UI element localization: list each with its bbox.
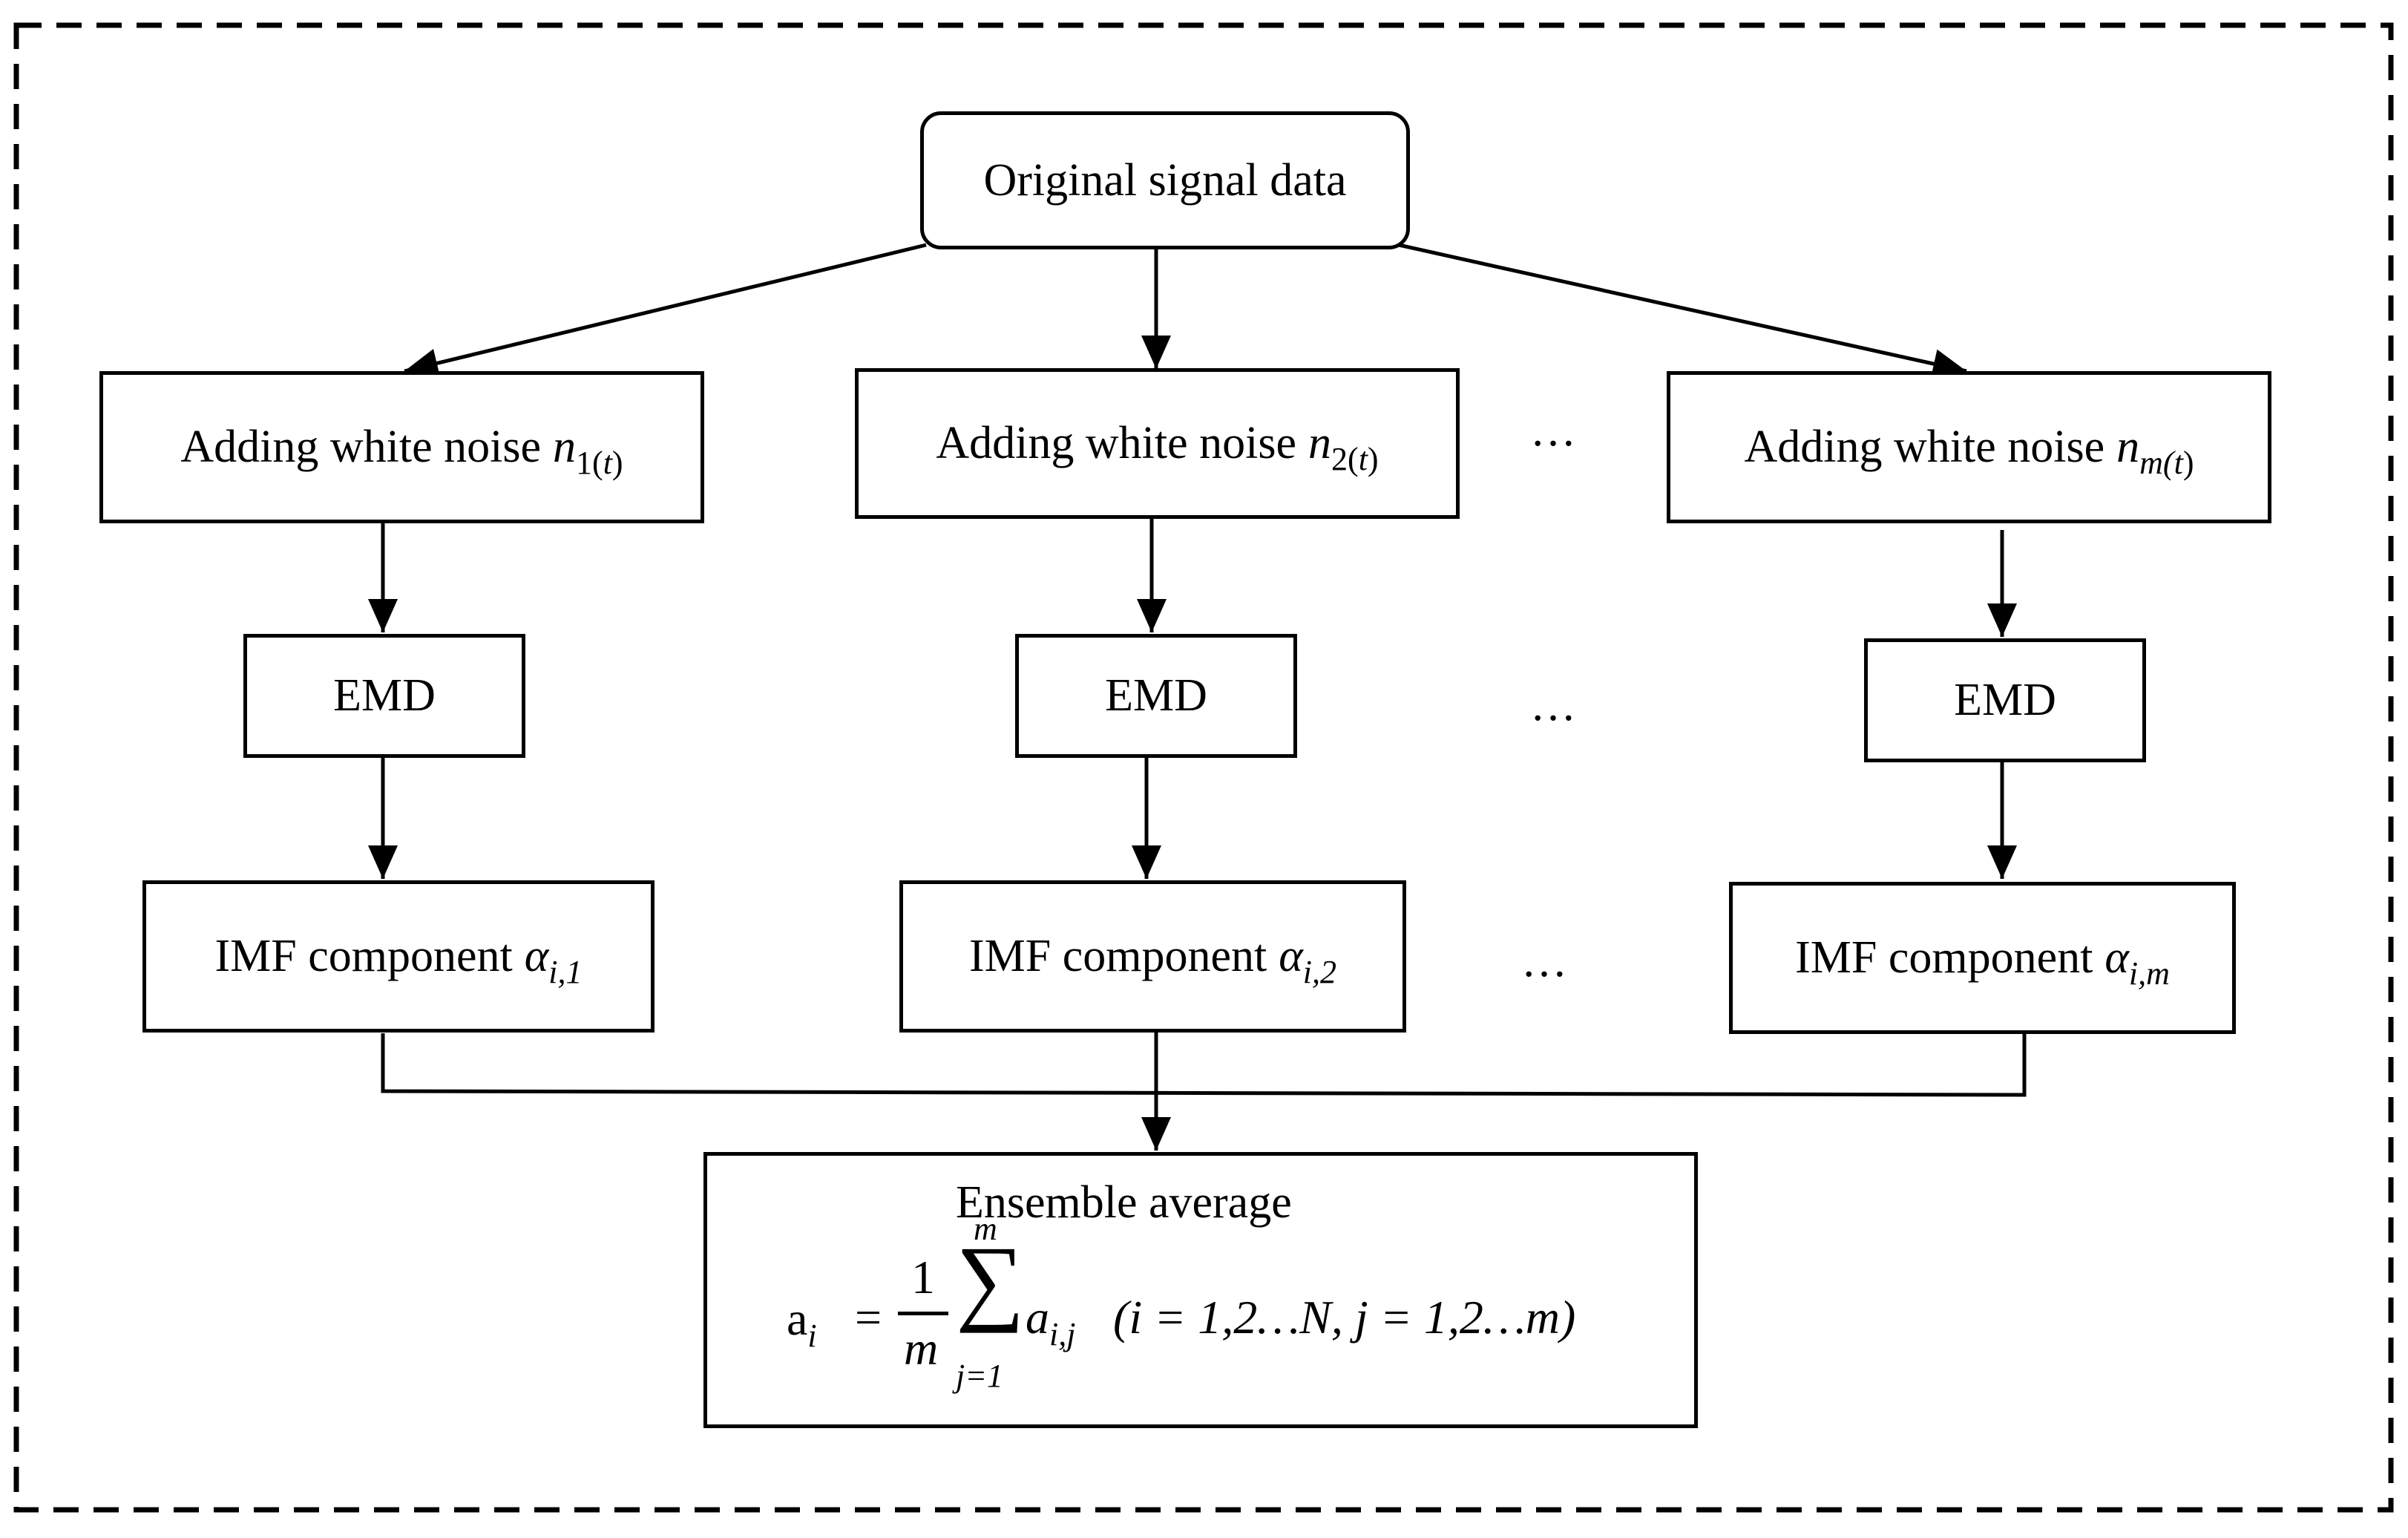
- formula-sum-lower: j=1: [956, 1358, 1003, 1394]
- formula-frac-num: 1: [911, 1251, 935, 1303]
- emd-label-1: EMD: [333, 670, 436, 721]
- noise-label-m: Adding white noise: [1744, 422, 2105, 472]
- original-signal-label: Original signal data: [983, 154, 1347, 206]
- ellipsis-noise-row: …: [1530, 405, 1579, 456]
- emd-box-m: EMD: [1864, 638, 2146, 762]
- formula-condition: (i = 1,2…N, j = 1,2…m): [1113, 1291, 1576, 1344]
- formula-frac-bar: [898, 1312, 948, 1315]
- emd-box-1: EMD: [243, 634, 525, 758]
- arrow-original-to-noise-m: [1398, 243, 1967, 379]
- noise-label-1: Adding white noise: [180, 422, 542, 472]
- emd-label-m: EMD: [1954, 675, 2056, 725]
- original-signal-box: Original signal data: [920, 111, 1410, 249]
- emd-label-2: EMD: [1105, 670, 1207, 721]
- arrow-original-to-noise-1: [404, 243, 927, 378]
- imf-box-2: IMF component αi,2: [899, 880, 1406, 1033]
- noise-var-1: n1(t): [553, 422, 623, 481]
- merge-connector: [381, 1033, 2027, 1097]
- imf-box-1: IMF component αi,1: [142, 880, 655, 1033]
- ensemble-formula: ai = 1 m m ∑ j=1 ai,j (i = 1,2…N, j = 1,…: [787, 1211, 1677, 1410]
- noise-box-2: Adding white noise n2(t): [855, 368, 1460, 519]
- dashed-frame: [13, 22, 2394, 1513]
- noise-label-2: Adding white noise: [936, 418, 1297, 468]
- ellipsis-imf-row: …: [1521, 936, 1570, 986]
- formula-frac-den: m: [904, 1322, 939, 1375]
- imf-label-m: IMF component: [1795, 932, 2093, 983]
- formula-term: ai,j: [1026, 1291, 1076, 1352]
- emd-box-2: EMD: [1015, 634, 1297, 758]
- sigma-icon: ∑: [956, 1227, 1025, 1334]
- noise-var-2: n2(t): [1308, 418, 1379, 477]
- noise-var-m: nm(t): [2116, 422, 2194, 481]
- imf-var-2: αi,2: [1279, 931, 1337, 990]
- ellipsis-emd-row: …: [1530, 680, 1579, 730]
- noise-box-1: Adding white noise n1(t): [99, 371, 704, 523]
- formula-lhs: ai: [787, 1292, 817, 1354]
- imf-var-m: αi,m: [2104, 932, 2170, 992]
- ensemble-title: Ensemble average: [956, 1177, 1292, 1228]
- imf-box-m: IMF component αi,m: [1729, 882, 2236, 1034]
- imf-var-1: αi,1: [524, 931, 583, 990]
- imf-label-1: IMF component: [214, 931, 513, 981]
- imf-label-2: IMF component: [968, 931, 1267, 981]
- formula-sum-upper: m: [974, 1211, 997, 1247]
- ensemble-box: [703, 1152, 1698, 1428]
- formula-equals: =: [855, 1291, 882, 1344]
- noise-box-m: Adding white noise nm(t): [1667, 371, 2271, 523]
